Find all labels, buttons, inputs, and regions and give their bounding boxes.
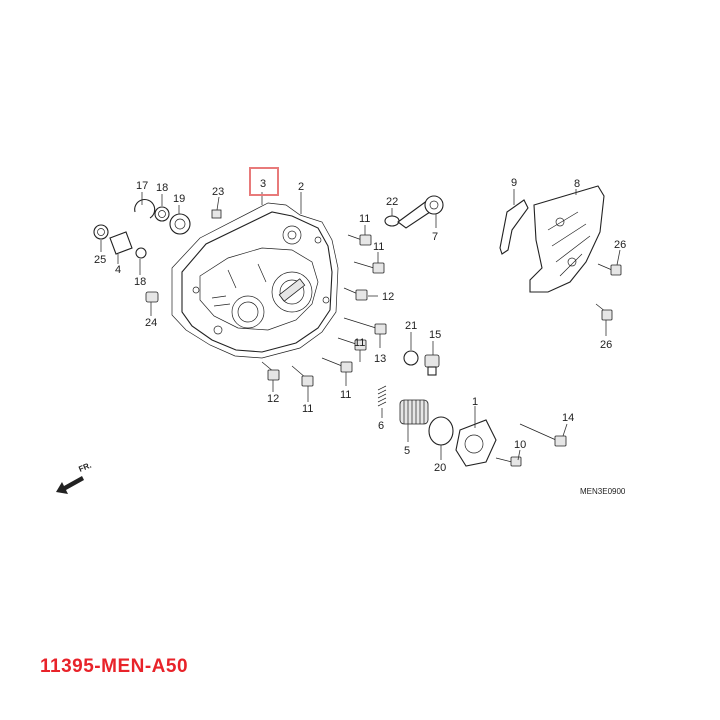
callout-numbers: 17 18 19 23 3 2 25 4 18 24 11 11 12 13 1… [94,177,626,474]
right-cover-bracket [499,185,622,321]
callout-15: 15 [429,329,441,341]
callout-6: 6 [378,420,384,432]
left-small-parts [93,198,222,303]
callout-23: 23 [212,186,224,198]
drawing-code: MEN3E0900 [580,487,626,496]
callout-3: 3 [260,178,266,190]
callout-9: 9 [511,177,517,189]
front-label: FR. [77,461,92,474]
callout-14: 14 [562,412,574,424]
callout-8: 8 [574,178,580,190]
callout-11-top: 11 [359,213,370,225]
callout-11-second: 11 [373,241,384,253]
callout-11-lower: 11 [340,389,351,401]
callout-25: 25 [94,254,106,266]
callout-11-mid: 11 [354,337,365,349]
callout-12-bottom: 12 [267,393,279,405]
part-number-label: 11395-MEN-A50 [40,656,189,677]
callout-19: 19 [173,193,185,205]
callout-7: 7 [432,231,438,243]
callout-12-right: 12 [382,291,394,303]
callout-17: 17 [136,180,148,192]
callout-2: 2 [298,181,304,193]
callout-18: 18 [156,182,168,194]
highlighted-part-box [249,167,279,196]
callout-22: 22 [386,196,398,208]
callout-18-lower: 18 [134,276,146,288]
callout-20: 20 [434,462,446,474]
oil-parts [377,195,567,467]
callout-10: 10 [514,439,526,451]
bolts [261,234,387,387]
front-arrow-icon [56,476,84,494]
callout-11-bottom: 11 [302,403,313,415]
callout-24: 24 [145,317,157,329]
callout-4: 4 [115,264,121,276]
callout-1: 1 [472,396,478,408]
crankcase-cover-drawing [171,202,339,359]
callout-5: 5 [404,445,410,457]
front-direction-indicator: FR. [56,461,93,494]
callout-26-upper: 26 [614,239,626,251]
callout-26-lower: 26 [600,339,612,351]
leader-lines [100,189,621,461]
callout-13: 13 [374,353,386,365]
callout-21: 21 [405,320,417,332]
